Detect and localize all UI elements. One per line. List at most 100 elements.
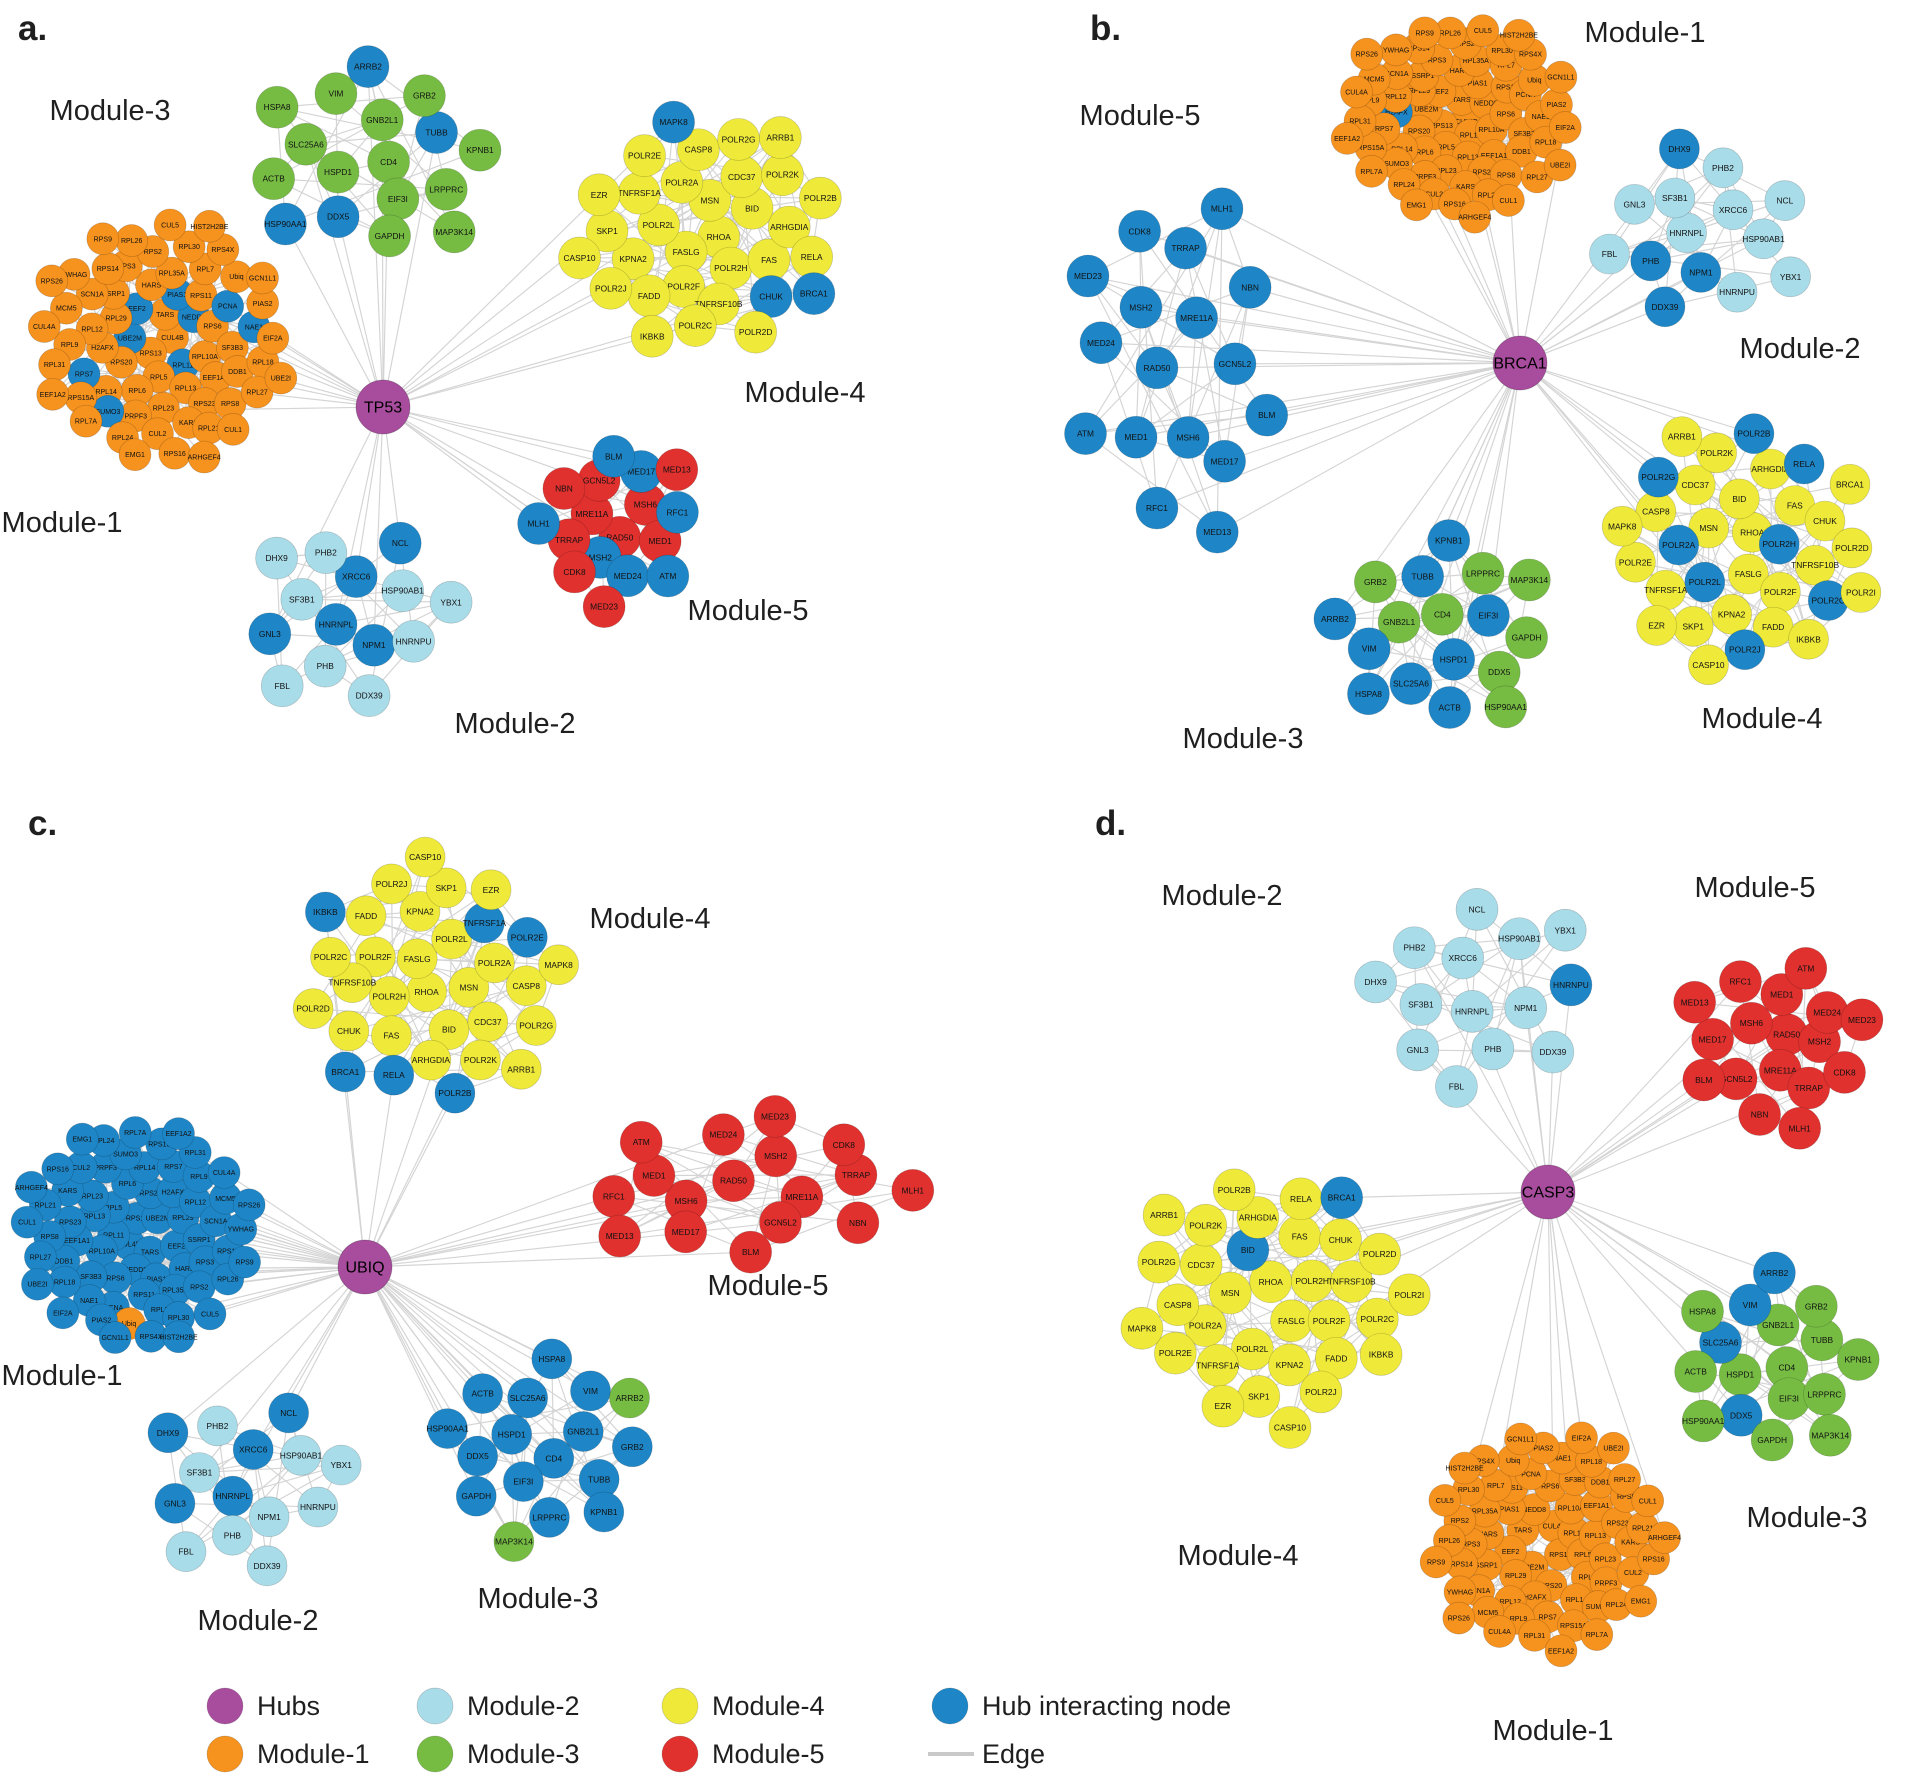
node-POLR2J: POLR2J [1299, 1370, 1343, 1414]
node-circle [1719, 960, 1762, 1004]
node-circle [305, 891, 346, 933]
node-circle [1681, 1289, 1724, 1333]
node-circle [460, 1039, 501, 1081]
node-circle [458, 128, 502, 172]
node-GRB2: GRB2 [1354, 560, 1397, 604]
node-RPL27: RPL27 [24, 1240, 57, 1274]
node-ARRB1: ARRB1 [1661, 416, 1703, 458]
node-circle [1377, 600, 1421, 644]
edge [640, 1141, 781, 1223]
edge [1374, 581, 1451, 708]
hub-edge [1453, 362, 1521, 660]
node-circle [1674, 1350, 1718, 1393]
hub-edge [364, 1075, 395, 1268]
node-EZR: EZR [470, 869, 512, 911]
hub-edge [364, 1266, 484, 1394]
node-circle [1340, 75, 1373, 109]
legend-swatch [661, 1735, 699, 1773]
node-circle [617, 171, 661, 215]
node-ACTB: ACTB [1428, 686, 1472, 729]
node-circle [1175, 296, 1218, 340]
node-circle [280, 1435, 322, 1476]
node-circle [1212, 1168, 1256, 1212]
node-circle [1597, 1431, 1630, 1465]
edge [1087, 275, 1218, 533]
node-GCN1L1: GCN1L1 [98, 1321, 132, 1354]
node-circle [717, 118, 760, 161]
node-POLR2J: POLR2J [371, 863, 412, 905]
hub-edge [1224, 362, 1521, 462]
node-EMG1: EMG1 [1400, 188, 1433, 222]
node-ATM: ATM [1064, 412, 1107, 455]
node-POLR2B: POLR2B [1733, 413, 1775, 454]
node-circle [355, 936, 396, 978]
hub-edge [364, 1092, 456, 1268]
node-circle [1672, 606, 1714, 647]
node-CDK8: CDK8 [1823, 1050, 1866, 1094]
node-ARRB1: ARRB1 [1142, 1193, 1186, 1237]
node-TUBB: TUBB [415, 111, 458, 154]
node-GRB2: GRB2 [611, 1426, 653, 1468]
node-circle [428, 1009, 470, 1050]
node-circle [368, 976, 410, 1017]
node-HSPA8: HSPA8 [1347, 672, 1390, 716]
node-circle [1778, 1106, 1822, 1150]
edge [1414, 947, 1572, 986]
node-POLR2E: POLR2E [506, 916, 548, 958]
node-circle [410, 1039, 452, 1081]
node-circle [21, 1267, 54, 1301]
hub-TP53: TP53 [355, 379, 411, 435]
node-circle [577, 173, 621, 217]
node-circle [1702, 147, 1744, 189]
node-circle [165, 1531, 207, 1572]
node-HSP90AA1: HSP90AA1 [1681, 1399, 1725, 1443]
node-POLR2K: POLR2K [460, 1039, 501, 1081]
node-circle [1313, 597, 1357, 641]
node-HNRNPU: HNRNPU [392, 619, 435, 663]
panel-letter: c. [28, 804, 57, 843]
node-circle [1118, 209, 1161, 253]
node-ATM: ATM [619, 1120, 663, 1164]
node-POLR2E: POLR2E [623, 134, 666, 177]
node-circle [1245, 393, 1289, 437]
node-circle [1794, 544, 1836, 586]
node-circle [790, 235, 834, 279]
node-circle [448, 967, 490, 1008]
node-FADD: FADD [345, 895, 387, 937]
node-circle [248, 1496, 290, 1538]
node-circle [403, 74, 446, 118]
module-module-2: HNRNPLXRCC6NPM1SF3B1HSP90AB1PHBPHB2HNRNP… [147, 1392, 362, 1587]
node-circle [1064, 412, 1107, 455]
node-RPS9: RPS9 [1419, 1545, 1453, 1579]
node-circle [1688, 644, 1729, 686]
node-circle [619, 1120, 663, 1164]
module-label: Module-5 [688, 595, 809, 627]
node-FADD: FADD [627, 274, 671, 318]
node-circle [1200, 187, 1244, 231]
node-circle [506, 916, 548, 958]
node-HSP90AA1: HSP90AA1 [1484, 685, 1527, 729]
node-circle [246, 1545, 288, 1587]
node-circle [1565, 1421, 1598, 1455]
node-circle [162, 1117, 195, 1150]
node-circle [304, 531, 348, 575]
hub-circle [337, 1239, 393, 1295]
node-circle [1435, 1065, 1478, 1108]
node-circle [378, 521, 422, 565]
node-circle [431, 918, 472, 960]
node-BLM: BLM [1682, 1058, 1726, 1102]
hub-edge [1519, 238, 1764, 364]
node-circle [179, 1452, 220, 1493]
node-circle [1654, 177, 1696, 219]
node-circle [1684, 561, 1726, 603]
node-circle [1195, 510, 1239, 554]
node-circle [1142, 1193, 1186, 1237]
edge [266, 1412, 290, 1566]
node-MED13: MED13 [1195, 510, 1239, 554]
node-NPM1: NPM1 [248, 1496, 290, 1538]
node-HNRNPL: HNRNPL [1450, 990, 1494, 1033]
node-circle [316, 150, 360, 194]
legend-label: Hubs [257, 1691, 320, 1721]
node-GAPDH: GAPDH [1750, 1418, 1794, 1462]
node-circle [664, 1210, 708, 1254]
